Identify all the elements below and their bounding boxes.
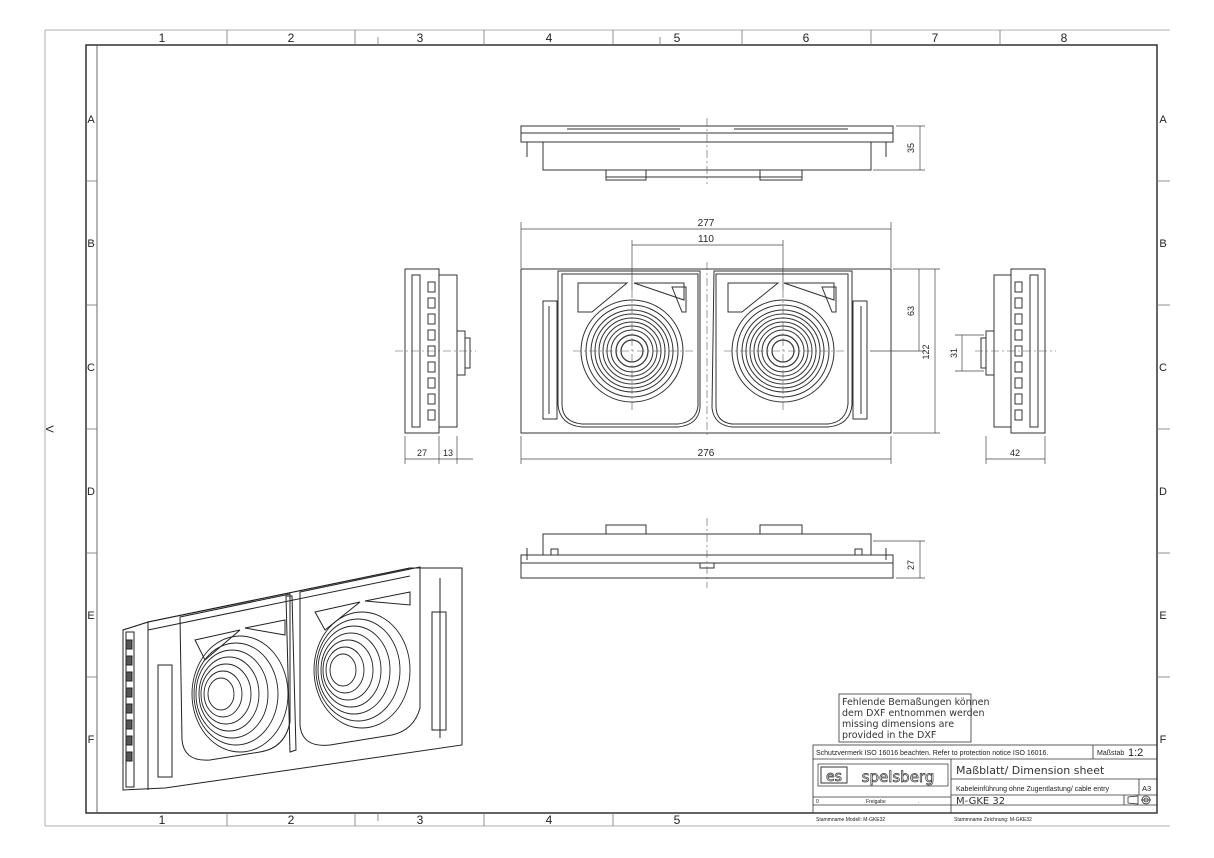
column-labels-top: 1 2 3 4 5 6 7 8 xyxy=(159,31,1068,45)
note-text: Fehlende Bemaßungen können dem DXF entno… xyxy=(842,697,989,741)
svg-text:missing dimensions are: missing dimensions are xyxy=(842,719,954,730)
spelsberg-logo: es spelsberg xyxy=(817,763,949,787)
revision-text: Freigabe xyxy=(866,799,886,805)
dim-left-lines xyxy=(404,436,473,464)
isometric-view xyxy=(122,566,463,791)
svg-text:B: B xyxy=(87,238,94,250)
svg-text:3: 3 xyxy=(417,31,424,45)
sheet-title: Maßblatt/ Dimension sheet xyxy=(956,764,1105,777)
projection-symbol-icon xyxy=(1127,795,1151,805)
dim-63: 63 xyxy=(906,306,916,316)
svg-text:1: 1 xyxy=(159,31,166,45)
protection-notice: Schutzvermerk ISO 16016 beachten. Refer … xyxy=(816,750,1048,757)
svg-text:C: C xyxy=(87,362,95,374)
svg-text:D: D xyxy=(1159,486,1167,498)
footer-left: Stammname Modell: M-GKE32 xyxy=(816,817,885,823)
svg-text:es: es xyxy=(826,769,842,785)
svg-text:F: F xyxy=(88,734,95,746)
description: Kabeleinführung ohne Zugentlastung/ cabl… xyxy=(956,786,1109,793)
scale-label: Maßstab xyxy=(1097,750,1124,757)
outer-frame xyxy=(44,29,1170,827)
revision-index: 0 xyxy=(816,799,819,805)
dim-277: 277 xyxy=(698,218,715,229)
note-box xyxy=(838,693,972,743)
dim-right-lines xyxy=(955,334,1046,464)
svg-text:5: 5 xyxy=(674,31,681,45)
svg-text:2: 2 xyxy=(288,31,295,45)
svg-text:A: A xyxy=(1159,114,1167,126)
column-labels-bottom: 1 2 3 4 5 xyxy=(159,813,681,827)
iso-grommet-left xyxy=(191,635,289,753)
dim-27-bottom: 27 xyxy=(906,560,916,570)
svg-text:E: E xyxy=(87,610,94,622)
dim-width-lines xyxy=(520,222,940,464)
side-mark: V xyxy=(43,425,55,433)
svg-text:dem DXF entnommen werden: dem DXF entnommen werden xyxy=(842,708,985,719)
title-block xyxy=(812,744,1158,814)
grid-ticks xyxy=(86,30,1170,826)
svg-text:1: 1 xyxy=(159,813,166,827)
row-labels-right: A B C D E F xyxy=(1159,114,1167,746)
iso-grommet-right xyxy=(313,611,411,729)
scale-value: 1:2 xyxy=(1128,747,1143,759)
svg-text:E: E xyxy=(1159,610,1166,622)
svg-text:B: B xyxy=(1159,238,1166,250)
dim-276: 276 xyxy=(698,448,715,459)
paper-size: A3 xyxy=(1142,784,1151,793)
center-lines xyxy=(573,262,844,438)
dim-top-height xyxy=(873,125,925,171)
dim-42: 42 xyxy=(1010,448,1020,458)
row-labels-left: A B C D E F xyxy=(87,114,95,746)
dim-31: 31 xyxy=(949,348,959,358)
svg-text:4: 4 xyxy=(546,31,553,45)
svg-text:provided in the DXF: provided in the DXF xyxy=(842,730,936,741)
svg-text:7: 7 xyxy=(932,31,939,45)
svg-text:8: 8 xyxy=(1061,31,1068,45)
svg-text:4: 4 xyxy=(546,813,553,827)
dim-110: 110 xyxy=(698,234,714,245)
svg-text:spelsberg: spelsberg xyxy=(862,768,935,786)
svg-text:C: C xyxy=(1159,362,1167,374)
svg-text:6: 6 xyxy=(803,31,810,45)
svg-text:A: A xyxy=(87,114,95,126)
dim-bottom-lines xyxy=(873,540,925,579)
footer-right: Stammname Zeichnung: M-GKE32 xyxy=(954,817,1032,823)
svg-text:D: D xyxy=(87,486,95,498)
dim-35: 35 xyxy=(906,143,916,153)
dim-27: 27 xyxy=(417,448,427,458)
svg-text:3: 3 xyxy=(417,813,424,827)
svg-text:2: 2 xyxy=(288,813,295,827)
dim-13: 13 xyxy=(443,448,453,458)
svg-text:5: 5 xyxy=(674,813,681,827)
dim-122: 122 xyxy=(921,344,931,359)
svg-text:F: F xyxy=(1160,734,1167,746)
revision-dot: . xyxy=(918,799,919,805)
svg-text:Fehlende Bemaßungen können: Fehlende Bemaßungen können xyxy=(842,697,989,708)
part-number: M-GKE 32 xyxy=(956,796,1005,807)
